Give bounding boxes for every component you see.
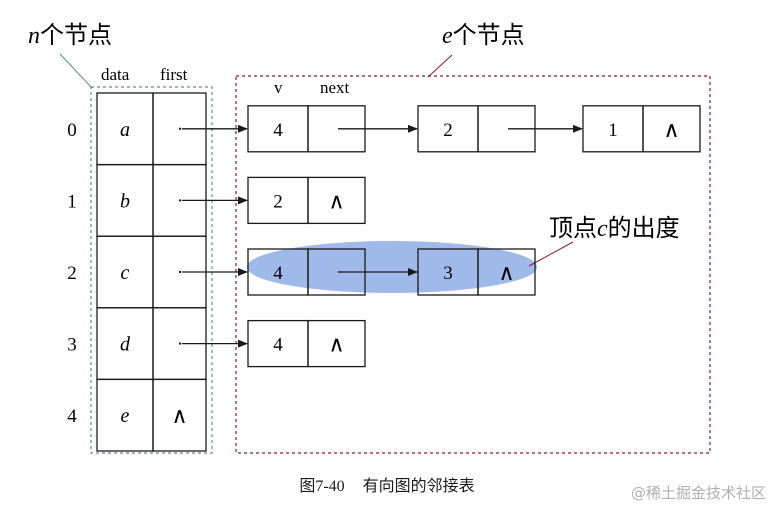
edge-node-next-cell: [307, 176, 366, 225]
out-degree-annotation: 顶点c的出度: [549, 215, 680, 242]
vertex-data-value: c: [121, 262, 130, 284]
watermark: @稀土掘金技术社区: [630, 484, 766, 502]
vertex-index: 4: [67, 406, 77, 427]
vertex-data-value: e: [121, 405, 130, 427]
header-next: next: [320, 78, 350, 97]
caption-title: 有向图的邻接表: [362, 478, 475, 495]
null-pointer-symbol: ∧: [328, 333, 344, 358]
header-data: data: [101, 65, 130, 84]
edge-node-next-cell: [642, 105, 701, 153]
vertex-data-value: d: [120, 334, 131, 356]
edge-lists: 4 2 1 ∧ 2 ∧ 4 3 ∧ 4 ∧: [182, 105, 701, 368]
vertex-index: 0: [67, 120, 77, 141]
null-pointer-symbol: ∧: [328, 189, 344, 214]
first-pointer-origin: [178, 270, 182, 274]
first-pointer-origin: [178, 342, 182, 345]
edge-node-v-value: 1: [608, 120, 618, 141]
header-first: first: [160, 65, 188, 84]
vertex-first-cell: [152, 378, 207, 452]
edge-node-v-value: 4: [273, 263, 283, 284]
edge-node-next-cell: [477, 248, 536, 296]
header-v: v: [274, 78, 283, 97]
first-pointer-origin: [178, 199, 182, 202]
caption-figure-number: 图7-40: [299, 478, 345, 495]
first-pointer-origin: [178, 127, 182, 130]
edge-nodes-boundary: [235, 75, 711, 454]
e-nodes-label: e个节点: [442, 22, 525, 49]
edge-node-next-cell: [307, 319, 366, 368]
n-label-leader: [59, 53, 93, 89]
edge-node-v-value: 4: [273, 120, 283, 141]
e-label-leader: [427, 54, 453, 78]
vertex-data-value: b: [120, 190, 130, 212]
figure-caption: 图7-40 有向图的邻接表: [0, 472, 774, 496]
edge-node-v-value: 2: [273, 191, 283, 212]
edge-node-v-value: 2: [443, 120, 453, 141]
null-pointer-symbol: ∧: [171, 404, 187, 429]
vertex-data-value: a: [120, 119, 130, 141]
null-pointer-symbol: ∧: [663, 118, 679, 143]
vertex-index: 3: [67, 335, 77, 356]
vertex-table-boundary: [90, 86, 213, 454]
edge-node-v-value: 3: [443, 263, 453, 284]
n-nodes-label: n个节点: [28, 22, 112, 49]
vertex-index: 2: [67, 263, 77, 284]
null-pointer-symbol: ∧: [498, 261, 514, 286]
annotation-leader: [528, 241, 574, 267]
edge-node-v-value: 4: [273, 335, 283, 356]
out-degree-highlight: [247, 241, 537, 293]
vertex-index: 1: [67, 191, 77, 212]
